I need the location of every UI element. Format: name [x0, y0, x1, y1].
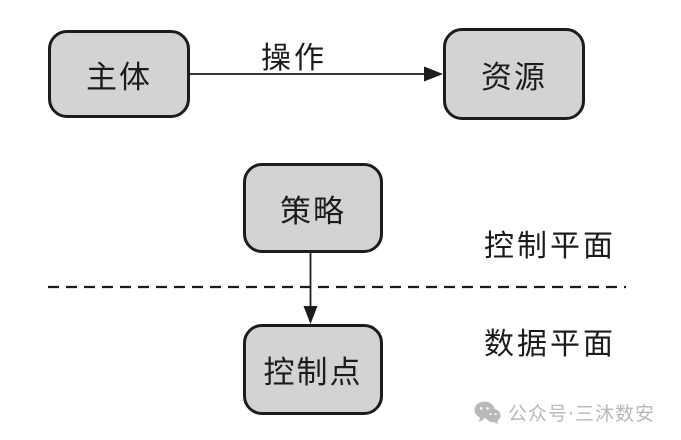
node-resource: 资源 [443, 28, 585, 120]
node-enforcement-point: 控制点 [243, 324, 383, 415]
policy-to-enforcement-arrow [303, 253, 318, 324]
watermark: 公众号·三沐数安 [474, 399, 655, 426]
watermark-text: 公众号·三沐数安 [508, 403, 656, 425]
node-resource-label: 资源 [481, 59, 547, 96]
node-enforcement-point-label: 控制点 [263, 355, 363, 391]
operation-edge-label: 操作 [261, 41, 327, 76]
node-subject: 主体 [48, 30, 190, 118]
node-policy-label: 策略 [280, 193, 346, 230]
node-subject-label: 主体 [86, 59, 152, 96]
wechat-icon [474, 401, 501, 424]
data-plane-label: 数据平面 [484, 327, 616, 362]
operation-arrow [190, 66, 443, 82]
node-policy: 策略 [243, 163, 383, 253]
control-plane-label: 控制平面 [484, 229, 616, 264]
